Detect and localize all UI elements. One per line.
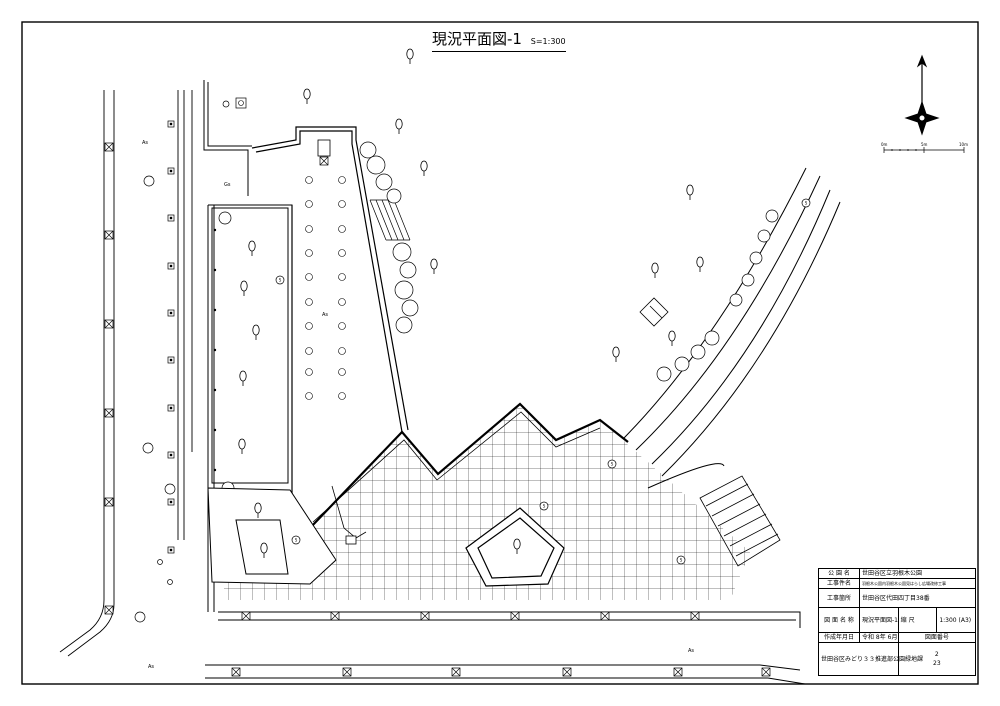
road-markers <box>104 120 175 615</box>
drawing-title-text: 現況平面図-1 <box>432 30 522 48</box>
scale-tick-10: 10m <box>959 142 968 147</box>
north-arrow-icon <box>904 54 940 136</box>
title-block: 公 園 名 世田谷区立羽根木公園 工事件名 羽根木公園内羽根木公園見はらし広場改… <box>818 568 977 684</box>
park-name: 世田谷区立羽根木公園 <box>859 568 976 579</box>
label-gs: Gs <box>224 182 231 188</box>
park-boundary <box>203 80 801 628</box>
date-value: 令和 8年 6月 <box>859 632 899 643</box>
lawn-area <box>208 204 311 531</box>
scale-value: 1:300 (A3) <box>936 607 976 633</box>
landmarks <box>222 97 811 565</box>
planting-bed <box>207 487 337 585</box>
sheet-total: 23 <box>933 660 941 667</box>
scale-label: 縮 尺 <box>897 607 938 633</box>
work-name-label: 工事件名 <box>818 578 860 589</box>
boundary-markers <box>241 611 700 621</box>
bottom-road <box>205 664 806 685</box>
scale-tick-0: 0m <box>881 142 888 147</box>
scale-bar <box>883 147 965 153</box>
drawing-name: 現況平面図-1 <box>859 607 899 633</box>
drawing-no-label: 図面番号 <box>897 632 977 643</box>
small-structure <box>639 297 669 327</box>
play-equipment <box>331 485 367 545</box>
work-name: 羽根木公園内羽根木公園見はらし広場改修工事 <box>859 578 976 589</box>
work-place-label: 工事箇所 <box>818 588 860 608</box>
staircase-top <box>317 139 331 166</box>
sheet-frame <box>21 21 979 685</box>
office-name: 世田谷区みどり３３推進部公園緑地課 <box>818 642 923 676</box>
label-as-left-2: As <box>148 664 154 670</box>
right-stairs <box>699 475 781 567</box>
date-label: 作成年月日 <box>818 632 860 643</box>
label-as-bottom: As <box>688 648 694 654</box>
tree-grid <box>305 176 346 400</box>
curved-promenade <box>623 167 841 489</box>
drawing-name-label: 図 面 名 称 <box>818 607 860 633</box>
staircase-side <box>369 199 411 241</box>
label-as-plaza: As <box>322 312 328 318</box>
work-place: 世田谷区代田四丁目38番 <box>859 588 976 608</box>
drawing-title: 現況平面図-1 S=1:300 <box>432 30 566 52</box>
promenade-shrubs <box>656 209 779 382</box>
label-as-left-1: As <box>142 140 148 146</box>
left-road <box>59 90 193 657</box>
sheet-no: 2 <box>934 651 939 658</box>
drawing-scale-note: S=1:300 <box>530 37 566 46</box>
park-name-label: 公 園 名 <box>818 568 860 579</box>
paved-plaza <box>224 402 750 600</box>
sheet-number: 2 23 <box>897 642 977 676</box>
scale-tick-5: 5m <box>921 142 928 147</box>
